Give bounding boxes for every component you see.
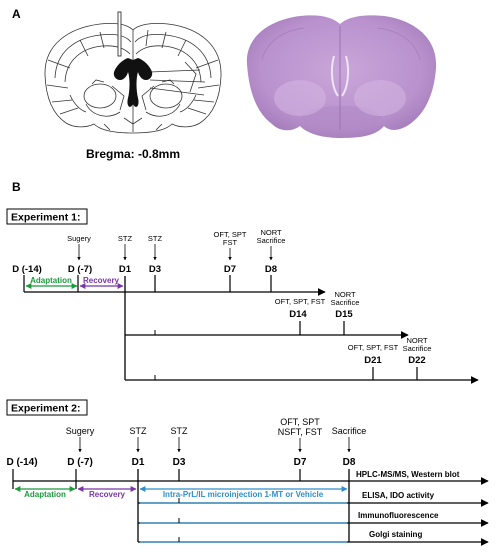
- exp2-day-1: D1: [132, 457, 145, 468]
- exp2-recovery-label: Recovery: [89, 490, 126, 499]
- exp1-stz-d3-label: STZ: [148, 234, 163, 243]
- exp2-day-8: D8: [343, 457, 356, 468]
- exp2-adaptation-label: Adaptation: [24, 490, 66, 499]
- exp2-outcome-2: ELISA, IDO activity: [362, 491, 435, 500]
- exp2-d7-tests-line1: OFT, SPT: [280, 417, 320, 427]
- exp1-d22-nort: NORT: [406, 336, 428, 345]
- exp1-adaptation-label: Adaptation: [30, 276, 72, 285]
- exp1-day-22: D22: [408, 355, 425, 366]
- experiment-2-title: Experiment 2:: [11, 403, 80, 415]
- exp1-d8-nort: NORT: [260, 228, 282, 237]
- experiment-2-title-box: [6, 399, 88, 416]
- exp1-day-1: D1: [119, 264, 132, 275]
- exp1-day-minus7: D (-7): [68, 264, 92, 275]
- exp2-day-minus7: D (-7): [67, 457, 93, 468]
- exp2-stz-d1-label: STZ: [130, 426, 148, 436]
- exp2-stz-d3-label: STZ: [171, 426, 189, 436]
- exp1-d7-tests-line2: FST: [223, 238, 238, 247]
- lateral-ventricle-right: [133, 58, 153, 107]
- exp2-surgery-label: Sugery: [66, 426, 95, 436]
- exp1-d7-tests-line1: OFT, SPT: [214, 230, 247, 239]
- bregma-label: Bregma: -0.8mm: [86, 147, 180, 161]
- exp1-recovery-label: Recovery: [83, 276, 120, 285]
- exp1-day-14: D14: [289, 309, 307, 320]
- exp1-d21-tests: OFT, SPT, FST: [348, 343, 399, 352]
- exp1-day-7: D7: [224, 264, 236, 275]
- exp1-d14-tests: OFT, SPT, FST: [275, 297, 326, 306]
- exp1-surgery-label: Sugery: [67, 234, 91, 243]
- exp1-stz-d1-label: STZ: [118, 234, 133, 243]
- exp1-day-8: D8: [265, 264, 277, 275]
- exp1-d8-sacrifice: Sacrifice: [257, 236, 286, 245]
- lateral-ventricle-left: [113, 58, 133, 107]
- panel-a-letter: A: [12, 7, 21, 21]
- exp1-day-15: D15: [335, 309, 353, 320]
- exp2-outcome-4: Golgi staining: [369, 530, 422, 539]
- exp2-day-3: D3: [173, 457, 186, 468]
- exp2-microinjection-label: Intra-PrL/IL microinjection 1-MT or Vehi…: [163, 490, 324, 499]
- experiment-1-title: Experiment 1:: [11, 212, 80, 224]
- exp2-outcome-1: HPLC-MS/MS, Western blot: [356, 470, 460, 479]
- exp2-day-7: D7: [294, 457, 307, 468]
- exp2-d7-tests-line2: NSFT, FST: [278, 427, 323, 437]
- panel-b-letter: B: [12, 180, 21, 194]
- experiment-2: Experiment 2: Sugery STZ STZ OFT, SPT NS…: [6, 399, 489, 546]
- experiment-1: Experiment 1: Sugery STZ STZ OFT, SPT FS…: [6, 208, 479, 384]
- experiment-1-title-box: [6, 208, 88, 225]
- exp2-sacrifice-label: Sacrifice: [332, 426, 367, 436]
- exp1-day-3: D3: [149, 264, 161, 275]
- exp1-d15-nort: NORT: [334, 290, 356, 299]
- exp1-day-minus14: D (-14): [12, 264, 42, 275]
- exp1-d22-sacrifice: Sacrifice: [403, 344, 432, 353]
- exp1-day-21: D21: [364, 355, 382, 366]
- exp2-day-minus14: D (-14): [6, 457, 37, 468]
- cannula-track: [117, 11, 122, 57]
- stained-brain-section: [246, 15, 437, 138]
- exp1-d15-sacrifice: Sacrifice: [331, 298, 360, 307]
- exp2-outcome-3: Immunofluorescence: [358, 511, 439, 520]
